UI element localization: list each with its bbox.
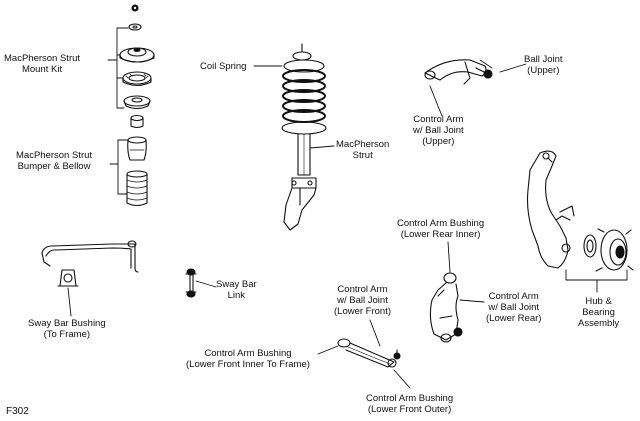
label-ball-joint-upper: Ball Joint (Upper) xyxy=(524,54,563,76)
label-bushing-lower-front-inner-line2: (Lower Front Inner To Frame) xyxy=(186,359,310,370)
label-hub-bearing-line3: Assembly xyxy=(578,318,620,329)
label-control-arm-lower-front-line3: (Lower Front) xyxy=(334,306,392,317)
label-coil-spring: Coil Spring xyxy=(200,61,246,72)
label-bushing-lower-front-inner-line1: Control Arm Bushing xyxy=(204,348,292,359)
label-control-arm-lower-rear-line1: Control Arm xyxy=(488,291,539,302)
label-coil-spring-line1: Coil Spring xyxy=(200,61,247,72)
lower-front-control-arm xyxy=(337,338,401,368)
label-sway-bar-bushing: Sway Bar Bushing (To Frame) xyxy=(28,318,106,340)
label-hub-bearing-line1: Hub & xyxy=(585,296,612,307)
figure-id: F302 xyxy=(6,406,29,417)
label-ball-joint-upper-line1: Ball Joint xyxy=(524,54,563,65)
label-control-arm-lower-front-line2: w/ Ball Joint xyxy=(337,295,388,306)
label-sway-bar-link: Sway Bar Link xyxy=(216,279,257,301)
label-bushing-lower-front-outer-line1: Control Arm Bushing xyxy=(366,393,454,404)
label-macpherson-strut-line2: Strut xyxy=(352,150,373,161)
label-sway-bar-link-line2: Link xyxy=(227,290,246,301)
label-control-arm-lower-front: Control Arm w/ Ball Joint (Lower Front) xyxy=(334,284,391,317)
sway-bar-link-part xyxy=(185,268,197,298)
label-control-arm-lower-rear-line2: w/ Ball Joint xyxy=(488,302,540,313)
knuckle-and-hub xyxy=(526,150,634,272)
label-control-arm-upper-line3: (Upper) xyxy=(422,136,455,147)
coil-spring-and-strut xyxy=(281,43,327,231)
label-control-arm-lower-rear-line3: (Lower Rear) xyxy=(486,313,542,324)
label-strut-bumper-bellow: MacPherson Strut Bumper & Bellow xyxy=(16,150,92,172)
label-bushing-lower-rear-inner: Control Arm Bushing (Lower Rear Inner) xyxy=(397,218,484,240)
label-control-arm-lower-rear: Control Arm w/ Ball Joint (Lower Rear) xyxy=(486,291,541,324)
strut-mount-kit-parts xyxy=(119,4,155,207)
upper-control-arm xyxy=(424,59,493,85)
label-sway-bar-bushing-line2: (To Frame) xyxy=(43,329,91,340)
label-hub-bearing-line2: Bearing xyxy=(582,307,615,318)
leader-lines xyxy=(67,27,628,389)
label-bushing-lower-rear-inner-line2: (Lower Rear Inner) xyxy=(400,229,481,240)
label-strut-bumper-line1: MacPherson Strut xyxy=(16,150,93,161)
label-control-arm-lower-front-line1: Control Arm xyxy=(337,284,388,295)
sway-bar xyxy=(41,240,139,287)
label-strut-mount-kit-line2: Mount Kit xyxy=(21,64,63,75)
label-strut-bumper-line2: Bumper & Bellow xyxy=(17,161,91,172)
label-bushing-lower-front-outer: Control Arm Bushing (Lower Front Outer) xyxy=(366,393,453,415)
label-bushing-lower-front-inner: Control Arm Bushing (Lower Front Inner T… xyxy=(186,348,310,370)
label-control-arm-upper-line1: Control Arm xyxy=(413,114,464,125)
label-ball-joint-upper-line2: (Upper) xyxy=(527,65,560,76)
label-sway-bar-link-line1: Sway Bar xyxy=(216,279,257,290)
label-strut-mount-kit-line1: MacPherson Strut xyxy=(4,53,81,64)
label-strut-mount-kit: MacPherson Strut Mount Kit xyxy=(4,53,80,75)
label-control-arm-upper-line2: w/ Ball Joint xyxy=(413,125,464,136)
label-control-arm-upper: Control Arm w/ Ball Joint (Upper) xyxy=(413,114,464,147)
label-macpherson-strut-line1: MacPherson xyxy=(336,139,390,150)
label-hub-bearing-assembly: Hub & Bearing Assembly xyxy=(578,296,619,329)
label-macpherson-strut: MacPherson Strut xyxy=(336,139,389,161)
label-bushing-lower-rear-inner-line1: Control Arm Bushing xyxy=(397,218,485,229)
lower-rear-control-arm xyxy=(429,272,463,343)
label-bushing-lower-front-outer-line2: (Lower Front Outer) xyxy=(367,404,452,415)
label-sway-bar-bushing-line1: Sway Bar Bushing xyxy=(28,318,106,329)
